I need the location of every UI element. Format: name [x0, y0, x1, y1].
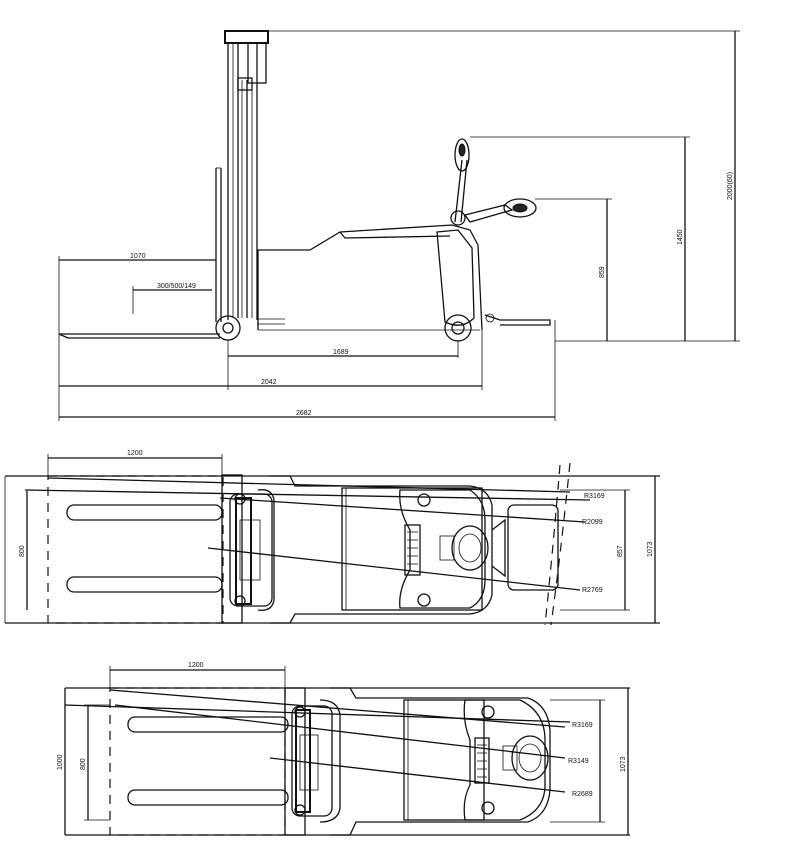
dim-fork-width-2: 800 — [80, 758, 87, 770]
dim-platform-height: 859 — [599, 266, 606, 278]
dim-fork-width-1: 800 — [19, 545, 26, 557]
top-view-1: 1200 800 857 1073 R3169 R2099 R2769 — [4, 450, 660, 626]
dim-radius-2a: R3169 — [572, 722, 593, 729]
dim-radius-2b: R3149 — [568, 758, 589, 765]
dim-overall-width-2: 1073 — [620, 756, 627, 772]
dim-fork-length-2: 1200 — [188, 662, 204, 669]
dim-fork-length: 1070 — [130, 253, 146, 260]
dim-outer-width-2: 1000 — [57, 754, 64, 770]
dim-radius-1a: R3169 — [584, 493, 605, 500]
top-view-2-dimensions: 1200 1000 800 1073 R3169 R3149 R2689 — [57, 662, 630, 836]
dim-max-height: 2000(60) — [727, 172, 734, 200]
dim-wheelbase: 1689 — [333, 349, 349, 356]
top-view-2: 1200 1000 800 1073 R3169 R3149 R2689 — [57, 662, 630, 836]
dim-length-to-face: 2042 — [261, 379, 277, 386]
side-view-dimensions: 1070 300/500/149 1689 2042 2682 2000(60)… — [58, 30, 740, 421]
chassis — [270, 475, 559, 624]
top-view-1-dimensions: 1200 800 857 1073 R3169 R2099 R2769 — [4, 450, 660, 624]
dim-inner-width-1: 857 — [617, 545, 624, 557]
radius-lines-1 — [24, 462, 591, 626]
dim-radius-2c: R2689 — [572, 791, 593, 798]
dim-overall-width-1: 1073 — [647, 541, 654, 557]
chassis-2 — [330, 687, 551, 836]
mast — [215, 30, 269, 322]
truck-body — [257, 224, 483, 342]
carriage — [221, 474, 275, 624]
forks — [58, 315, 285, 341]
dim-load-center: 300/500/149 — [157, 283, 196, 290]
dim-handle-height: 1450 — [677, 229, 684, 245]
radius-lines-2 — [64, 689, 571, 793]
dim-overall-length: 2682 — [296, 410, 312, 417]
dim-radius-1b: R2099 — [582, 519, 603, 526]
side-view: 1070 300/500/149 1689 2042 2682 2000(60)… — [58, 30, 740, 421]
dim-radius-1c: R2769 — [582, 587, 603, 594]
tiller-handle — [450, 138, 551, 326]
dim-fork-length-1: 1200 — [127, 450, 143, 457]
carriage-2 — [284, 687, 341, 836]
